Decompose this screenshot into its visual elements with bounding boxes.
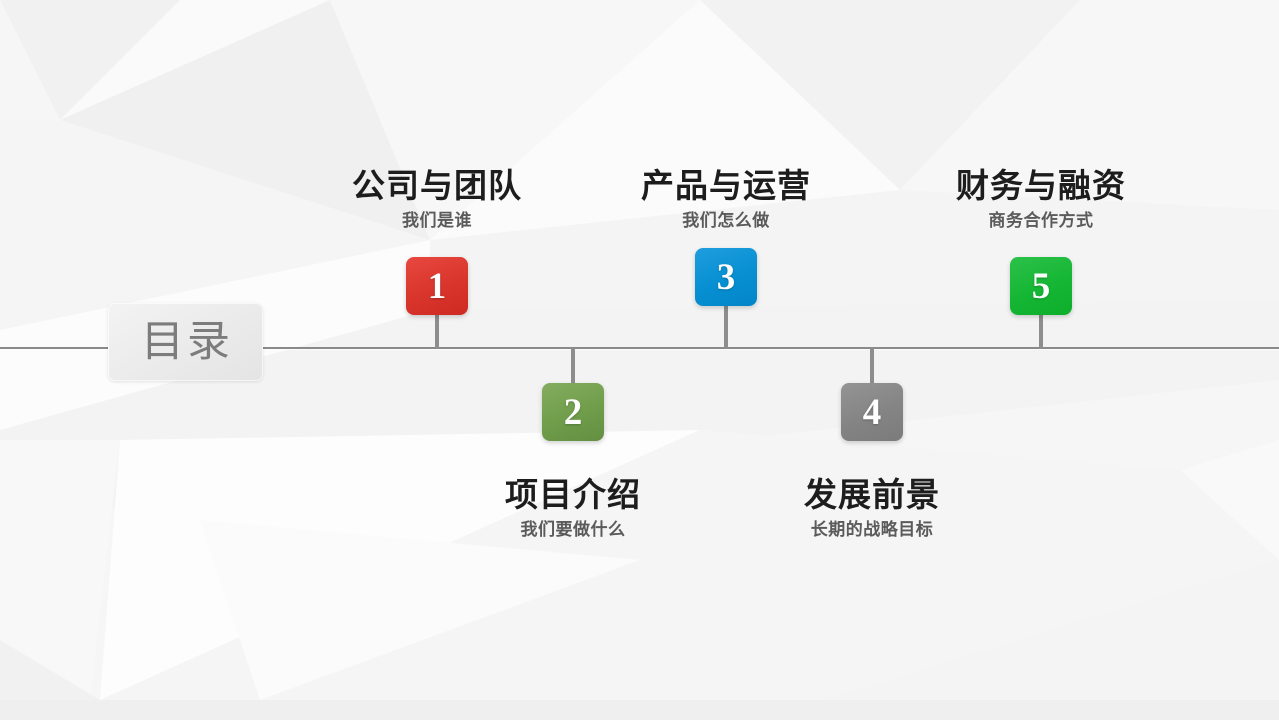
timeline-node-3[interactable]: 3 [695, 248, 757, 349]
caption-4: 发展前景 长期的战略目标 [722, 476, 1022, 540]
caption-2: 项目介绍 我们要做什么 [423, 476, 723, 540]
caption-1: 公司与团队 我们是谁 [287, 167, 587, 231]
caption-title: 发展前景 [804, 476, 940, 513]
caption-title: 财务与融资 [956, 167, 1126, 204]
timeline-node-2[interactable]: 2 [542, 348, 604, 445]
caption-title: 项目介绍 [505, 476, 641, 513]
chip-number-label: 1 [427, 265, 447, 307]
chip-number-label: 3 [716, 256, 736, 298]
caption-subtitle: 长期的战略目标 [810, 519, 934, 539]
number-chip-2[interactable]: 2 [542, 383, 604, 441]
timeline-node-1[interactable]: 1 [406, 257, 468, 349]
toc-plate: 目录 [108, 303, 263, 381]
caption-subtitle: 我们怎么做 [682, 210, 770, 230]
caption-title: 产品与运营 [641, 167, 811, 204]
connector-stem-5 [1039, 315, 1043, 349]
number-chip-4[interactable]: 4 [841, 383, 903, 441]
number-chip-3[interactable]: 3 [695, 248, 757, 306]
caption-subtitle: 我们是谁 [402, 210, 472, 230]
caption-title: 公司与团队 [352, 167, 522, 204]
chip-number-label: 4 [862, 391, 882, 433]
caption-subtitle: 我们要做什么 [520, 519, 626, 539]
connector-stem-4 [870, 348, 874, 385]
caption-subtitle: 商务合作方式 [988, 210, 1094, 230]
timeline-axis [0, 347, 1279, 349]
number-chip-1[interactable]: 1 [406, 257, 468, 315]
timeline-node-4[interactable]: 4 [841, 348, 903, 445]
chip-number-label: 5 [1031, 265, 1051, 307]
caption-5: 财务与融资 商务合作方式 [891, 167, 1191, 231]
timeline-node-5[interactable]: 5 [1010, 257, 1072, 349]
connector-stem-3 [724, 306, 728, 349]
number-chip-5[interactable]: 5 [1010, 257, 1072, 315]
toc-label: 目录 [141, 317, 233, 366]
connector-stem-2 [571, 348, 575, 385]
connector-stem-1 [435, 315, 439, 349]
chip-number-label: 2 [563, 391, 583, 433]
caption-3: 产品与运营 我们怎么做 [576, 167, 876, 231]
